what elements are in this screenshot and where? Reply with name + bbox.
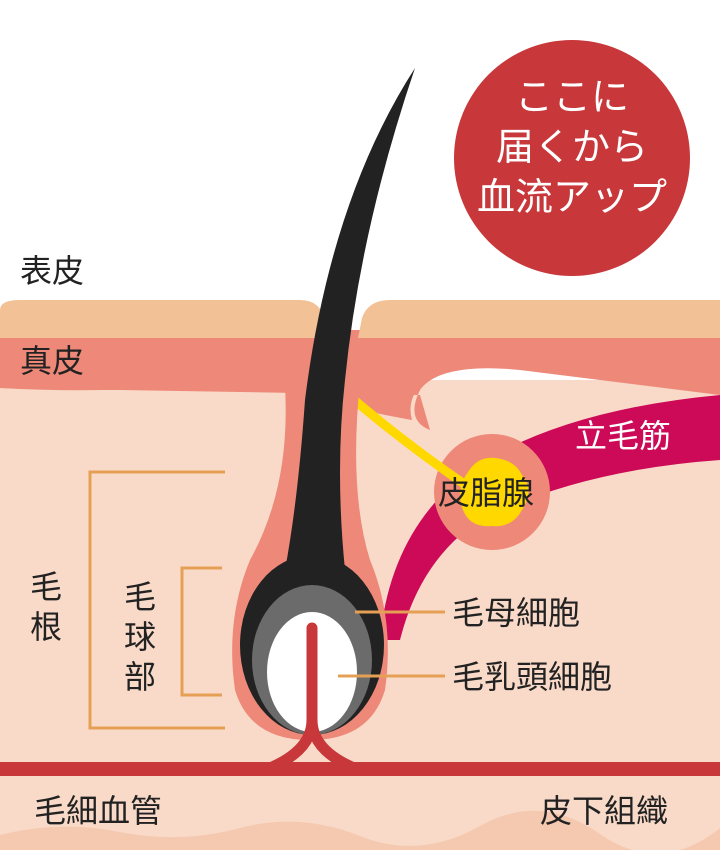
label-sebaceous-gland: 皮脂腺 bbox=[438, 474, 534, 512]
label-capillaries: 毛細血管 bbox=[34, 792, 162, 830]
subcutaneous-wave bbox=[0, 810, 720, 850]
sebum-blob bbox=[459, 457, 529, 527]
label-hair-root-1: 毛 bbox=[30, 568, 62, 606]
hair-bulb-bracket bbox=[180, 566, 222, 697]
label-hair-bulb-1: 毛 bbox=[124, 578, 156, 616]
callout-line-1: ここに bbox=[515, 75, 629, 119]
label-epidermis: 表皮 bbox=[20, 252, 84, 290]
label-hair-matrix-cells: 毛母細胞 bbox=[452, 594, 580, 632]
callout-line-2: 届くから bbox=[496, 125, 648, 169]
hair-root-bracket bbox=[88, 470, 225, 730]
label-dermis: 真皮 bbox=[20, 342, 84, 380]
label-hair-bulb-2: 球 bbox=[124, 618, 156, 656]
callout-circle bbox=[454, 40, 690, 276]
blood-vessel bbox=[0, 762, 720, 776]
label-subcutaneous: 皮下組織 bbox=[540, 792, 668, 830]
label-hair-root-2: 根 bbox=[30, 608, 62, 646]
epidermis-layer-right bbox=[358, 300, 720, 338]
label-hair-bulb-3: 部 bbox=[124, 658, 156, 696]
arrector-pili-muscle bbox=[380, 395, 720, 640]
label-arrector-pili: 立毛筋 bbox=[575, 417, 671, 455]
epidermis-layer bbox=[0, 300, 328, 338]
label-dermal-papilla-cells: 毛乳頭細胞 bbox=[452, 658, 612, 696]
hair-shaft bbox=[285, 68, 415, 570]
callout-line-3: 血流アップ bbox=[477, 175, 667, 219]
